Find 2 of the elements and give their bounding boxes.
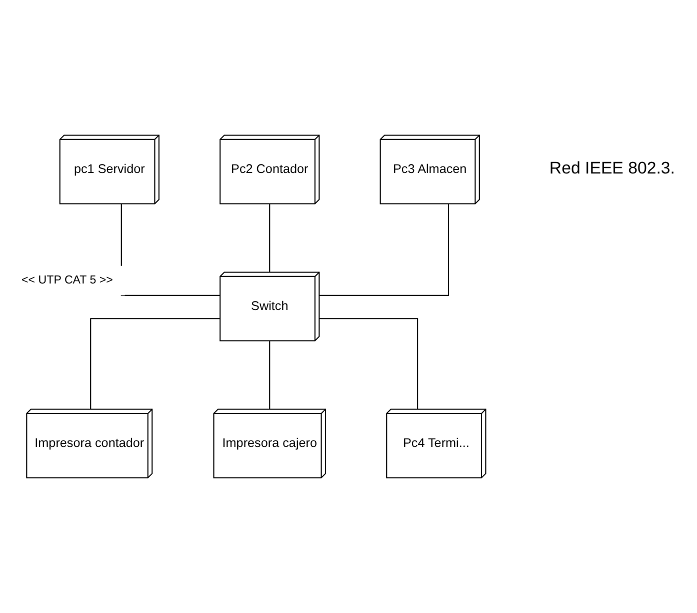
label: Red IEEE 802.3. xyxy=(549,158,676,178)
edge-label: << UTP CAT 5 >> xyxy=(22,274,113,287)
